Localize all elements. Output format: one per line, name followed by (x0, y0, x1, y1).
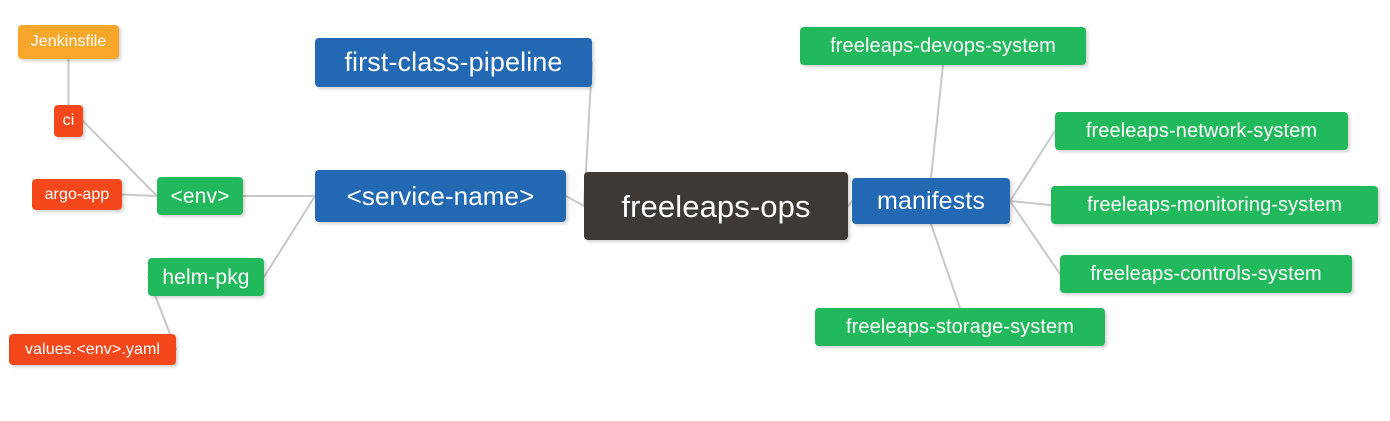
node-ci[interactable]: ci (54, 105, 83, 137)
node-freeleaps-devops-system[interactable]: freeleaps-devops-system (800, 27, 1086, 65)
edge-env-to-argo-app (121, 193, 158, 197)
node-first-class-pipeline[interactable]: first-class-pipeline (315, 38, 592, 87)
node-label: values.<env>.yaml (24, 340, 161, 358)
node-label: ci (62, 112, 75, 129)
node-jenkinsfile[interactable]: Jenkinsfile (18, 25, 119, 59)
node-label: freeleaps-storage-system (845, 316, 1075, 338)
node-freeleaps-storage-system[interactable]: freeleaps-storage-system (815, 308, 1105, 346)
node-freeleaps-network-system[interactable]: freeleaps-network-system (1055, 112, 1348, 150)
node-label: argo-app (44, 185, 110, 203)
node-service-name[interactable]: <service-name> (315, 170, 566, 222)
node-label: <service-name> (346, 181, 535, 211)
node-freeleaps-ops[interactable]: freeleaps-ops (584, 172, 848, 240)
edge-manifests-to-freeleaps-storage-system (930, 223, 961, 309)
edge-manifests-to-freeleaps-devops-system (930, 64, 944, 179)
node-label: freeleaps-devops-system (830, 35, 1056, 57)
edge-service-name-to-helm-pkg (263, 195, 316, 278)
node-manifests[interactable]: manifests (852, 178, 1010, 224)
node-label: freeleaps-network-system (1085, 120, 1318, 142)
node-label: Jenkinsfile (30, 33, 107, 50)
node-label: freeleaps-controls-system (1090, 263, 1322, 285)
node-values-env-yaml[interactable]: values.<env>.yaml (9, 334, 176, 365)
node-label: manifests (877, 186, 985, 215)
node-label: <env> (170, 184, 230, 208)
node-env[interactable]: <env> (157, 177, 243, 215)
node-freeleaps-monitoring-system[interactable]: freeleaps-monitoring-system (1051, 186, 1378, 224)
edge-manifests-to-freeleaps-monitoring-system (1009, 200, 1052, 206)
node-label: first-class-pipeline (344, 47, 563, 77)
node-label: freeleaps-ops (621, 188, 811, 224)
node-helm-pkg[interactable]: helm-pkg (148, 258, 264, 296)
edge-manifests-to-freeleaps-network-system (1009, 130, 1056, 202)
node-label: freeleaps-monitoring-system (1086, 194, 1342, 216)
node-argo-app[interactable]: argo-app (32, 179, 122, 210)
node-label: helm-pkg (162, 265, 250, 289)
edge-freeleaps-ops-to-service-name (565, 195, 585, 207)
node-freeleaps-controls-system[interactable]: freeleaps-controls-system (1060, 255, 1352, 293)
